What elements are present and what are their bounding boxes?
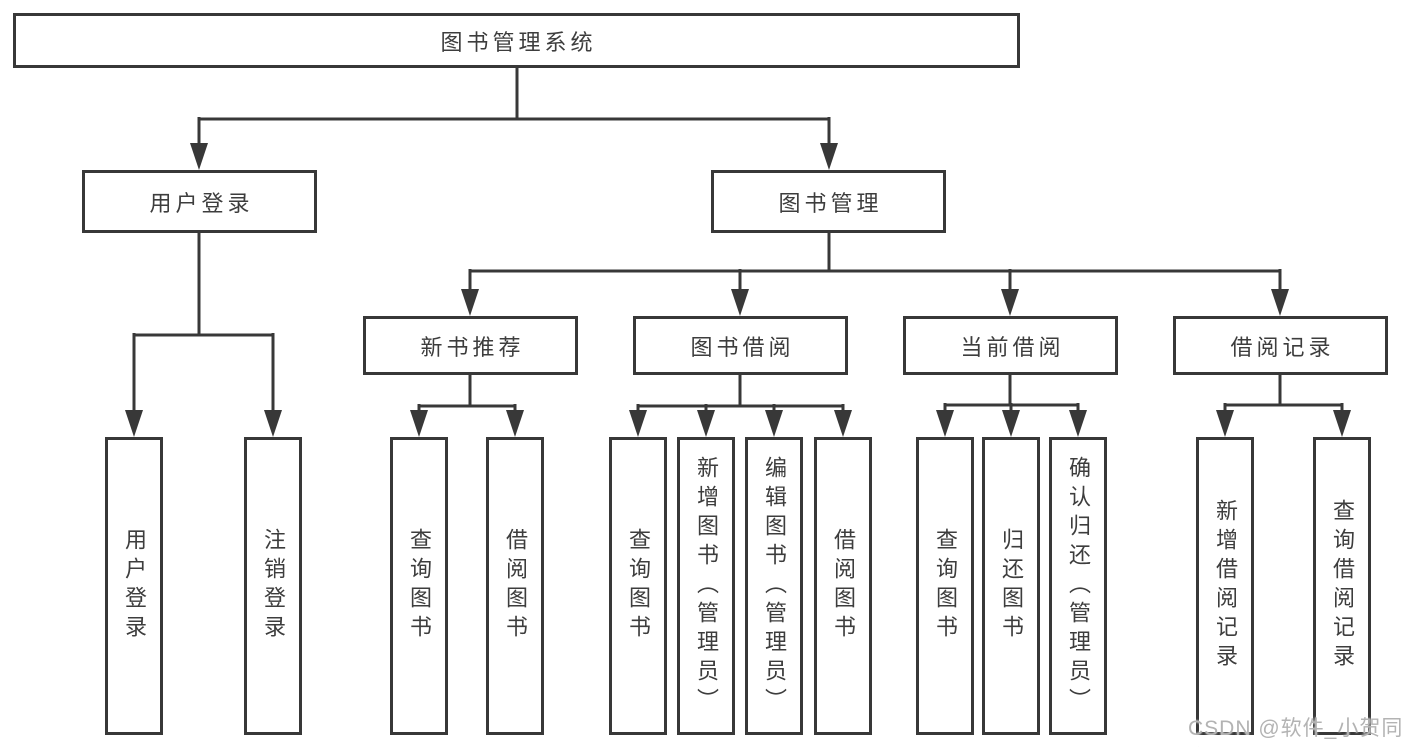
arrowhead (1002, 410, 1020, 437)
leaf-user-login: 用户登录 (105, 437, 163, 735)
arrowhead (506, 410, 524, 437)
node-root-library-system: 图书管理系统 (13, 13, 1020, 68)
leaf-recommend-query-book: 查询图书 (390, 437, 448, 735)
arrowhead (629, 410, 647, 437)
arrowhead (1069, 410, 1087, 437)
edge-root-to-level2 (197, 68, 831, 146)
edge-current-to-leaves (943, 375, 1080, 412)
node-book-management: 图书管理 (711, 170, 946, 233)
arrowhead (820, 143, 838, 170)
leaf-edit-book-admin: 编辑图书（管理员） (745, 437, 803, 735)
arrowhead (936, 410, 954, 437)
leaf-borrow-book: 借阅图书 (814, 437, 872, 735)
arrowhead (697, 410, 715, 437)
arrowhead (190, 143, 208, 170)
arrowhead (1001, 289, 1019, 316)
node-user-login: 用户登录 (82, 170, 317, 233)
arrowhead (1216, 410, 1234, 437)
leaf-recommend-borrow-book: 借阅图书 (486, 437, 544, 735)
arrowhead (765, 410, 783, 437)
arrowhead (264, 410, 282, 437)
arrowhead (1333, 410, 1351, 437)
arrowhead (1271, 289, 1289, 316)
leaf-return-book: 归还图书 (982, 437, 1040, 735)
csdn-watermark: CSDN @软件_小贺同学 (1188, 717, 1404, 740)
edge-recommend-to-leaves (417, 375, 517, 412)
node-book-borrow: 图书借阅 (633, 316, 848, 375)
edge-login-to-leaves (132, 233, 275, 411)
edge-mgmt-to-level3 (468, 233, 1282, 292)
leaf-confirm-return-admin: 确认归还（管理员） (1049, 437, 1107, 735)
arrowhead (834, 410, 852, 437)
arrowhead (125, 410, 143, 437)
leaf-query-borrow-record: 查询借阅记录 (1313, 437, 1371, 735)
leaf-add-borrow-record: 新增借阅记录 (1196, 437, 1254, 735)
node-current-borrow: 当前借阅 (903, 316, 1118, 375)
leaf-borrow-query-book: 查询图书 (609, 437, 667, 735)
edge-borrow-to-leaves (636, 375, 845, 412)
edge-records-to-leaves (1223, 375, 1344, 412)
node-borrow-records: 借阅记录 (1173, 316, 1388, 375)
arrowhead (731, 289, 749, 316)
leaf-add-book-admin: 新增图书（管理员） (677, 437, 735, 735)
arrowhead (461, 289, 479, 316)
leaf-current-query-book: 查询图书 (916, 437, 974, 735)
leaf-logout: 注销登录 (244, 437, 302, 735)
arrowhead (410, 410, 428, 437)
node-new-book-recommend: 新书推荐 (363, 316, 578, 375)
